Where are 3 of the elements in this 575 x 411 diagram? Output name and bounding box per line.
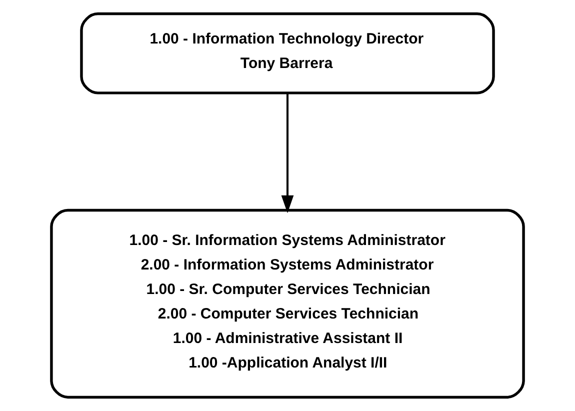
node-box: 1.00 - Information Technology Director Tony Barrera bbox=[80, 12, 495, 94]
node-box: 1.00 - Sr. Information Systems Administrator 2.00 - Information Systems Administrator 1.00 - Sr. Computer Services Technician 2.00 - Computer Services Technician 1.00 - Administrative Assistant II 1.00 -Application Analyst I/II bbox=[50, 208, 525, 399]
arrow bbox=[281, 93, 294, 214]
